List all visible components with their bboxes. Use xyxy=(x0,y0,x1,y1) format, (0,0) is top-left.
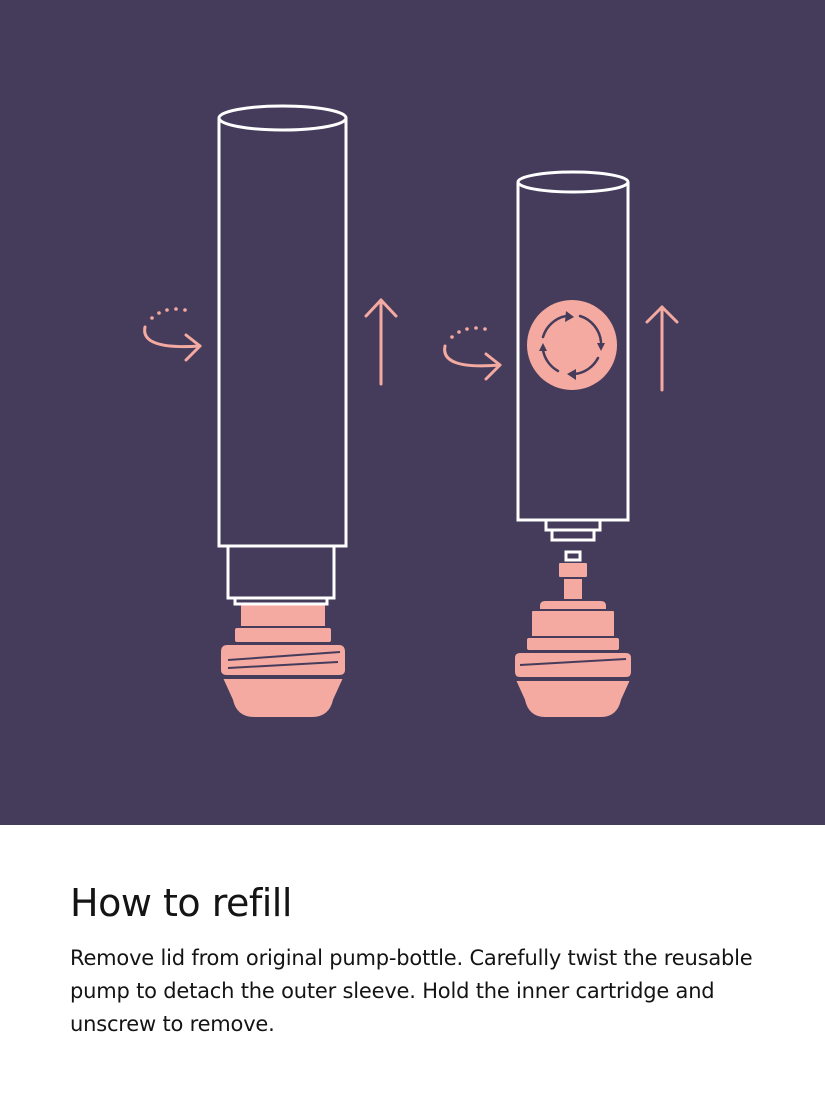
pump-base xyxy=(219,603,347,719)
pump-base xyxy=(513,561,633,719)
illustration-panel xyxy=(0,0,825,825)
refresh-cycle-icon xyxy=(539,311,605,380)
sleeve-collar xyxy=(226,544,336,606)
page-title: How to refill xyxy=(70,881,292,925)
outer-sleeve xyxy=(217,104,348,548)
instructions-panel: How to refill Remove lid from original p… xyxy=(0,825,825,1100)
instructions-text: Remove lid from original pump-bottle. Ca… xyxy=(70,946,753,1036)
pump-stem xyxy=(564,550,582,562)
left-pump-unit xyxy=(143,104,398,719)
inner-cartridge xyxy=(516,170,630,542)
twist-arrow-icon xyxy=(143,307,202,362)
twist-arrow-icon xyxy=(443,326,502,381)
refill-illustration xyxy=(143,104,679,719)
up-arrow-icon xyxy=(364,298,398,386)
right-pump-unit xyxy=(443,170,679,719)
up-arrow-icon xyxy=(645,305,679,392)
refresh-badge xyxy=(527,300,617,390)
